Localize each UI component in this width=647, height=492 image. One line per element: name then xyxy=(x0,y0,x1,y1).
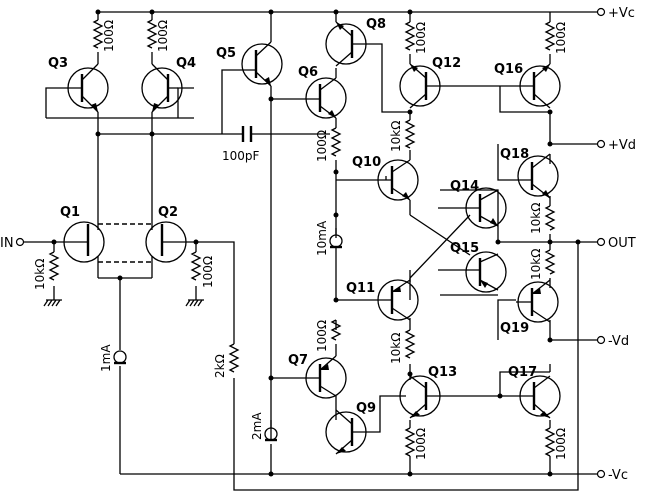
current-source-2ma xyxy=(264,427,278,442)
value-r-q13: 100Ω xyxy=(414,428,428,460)
current-source-10ma xyxy=(329,234,343,249)
label-q6: Q6 xyxy=(298,65,318,80)
label-q8: Q8 xyxy=(366,17,386,32)
transistor-q4 xyxy=(141,63,183,113)
transistor-q18 xyxy=(516,153,559,199)
ground-symbols xyxy=(43,299,204,307)
transistor-q8 xyxy=(325,21,367,67)
value-i-vas: 2mA xyxy=(250,412,264,440)
resistor-q7e xyxy=(330,319,342,341)
transistor-q10 xyxy=(377,159,419,201)
transistor-q15 xyxy=(462,251,507,293)
label-q5: Q5 xyxy=(216,46,236,61)
resistor-fb xyxy=(228,343,240,373)
terminal-vd-neg: -Vd xyxy=(608,334,629,349)
label-q14: Q14 xyxy=(450,179,479,194)
label-q10: Q10 xyxy=(352,155,381,170)
value-r-q18e: 10kΩ xyxy=(529,203,543,234)
resistor-q2g xyxy=(190,251,202,281)
resistor-q10c xyxy=(404,119,416,149)
transistor-q5 xyxy=(240,41,283,87)
value-c-comp: 100pF xyxy=(222,149,260,163)
label-q2: Q2 xyxy=(158,205,178,220)
resistor-q3 xyxy=(92,19,104,49)
label-q13: Q13 xyxy=(428,365,457,380)
value-r-q11c: 10kΩ xyxy=(389,333,403,364)
transistor-q14 xyxy=(462,187,507,229)
value-r-q12: 100Ω xyxy=(414,22,428,54)
label-q16: Q16 xyxy=(494,62,523,77)
value-i-tail: 1mA xyxy=(99,344,113,372)
transistor-q7 xyxy=(305,355,347,399)
label-q18: Q18 xyxy=(500,147,529,162)
transistor-q11 xyxy=(377,279,419,321)
value-r-q7e: 100Ω xyxy=(315,320,329,352)
label-q17: Q17 xyxy=(508,365,537,380)
label-q11: Q11 xyxy=(346,281,375,296)
value-i-bias: 10mA xyxy=(315,220,329,256)
label-q9: Q9 xyxy=(356,401,376,416)
label-q4: Q4 xyxy=(176,56,196,71)
capacitor-100pf xyxy=(241,126,253,142)
value-r-q2g: 100Ω xyxy=(201,256,215,288)
transistor-q9 xyxy=(325,409,367,455)
current-sources xyxy=(113,234,343,442)
resistor-q19e xyxy=(544,249,556,275)
transistor-q16 xyxy=(500,63,561,109)
jfet-pair-q1-q2 xyxy=(60,221,196,279)
ground-icon xyxy=(43,299,62,307)
value-r-q4: 100Ω xyxy=(156,20,170,52)
label-q3: Q3 xyxy=(48,56,68,71)
resistor-q12 xyxy=(404,21,416,51)
label-q12: Q12 xyxy=(432,56,461,71)
transistor-q6 xyxy=(305,77,347,119)
terminal-in: IN xyxy=(0,236,14,251)
transistor-q12 xyxy=(399,63,450,109)
terminal-vc-pos: +Vc xyxy=(608,6,635,21)
resistor-q18e xyxy=(544,205,556,231)
current-source-1ma xyxy=(113,350,127,365)
junctions xyxy=(51,9,581,477)
terminal-circles xyxy=(15,7,606,479)
resistor-q16 xyxy=(544,21,556,51)
resistor-in xyxy=(48,251,60,281)
resistors xyxy=(48,19,556,457)
value-r-q17: 100Ω xyxy=(554,428,568,460)
resistor-q17 xyxy=(544,427,556,457)
transistor-q3 xyxy=(67,63,109,113)
value-r-q10c: 10kΩ xyxy=(389,121,403,152)
label-q19: Q19 xyxy=(500,321,529,336)
resistor-q4 xyxy=(146,19,158,49)
resistor-q11c xyxy=(404,329,416,359)
ground-icon xyxy=(185,299,204,307)
label-q1: Q1 xyxy=(60,205,80,220)
value-r-q6e: 100Ω xyxy=(315,130,329,162)
resistor-q13 xyxy=(404,427,416,457)
terminal-vc-neg: -Vc xyxy=(608,468,628,483)
label-q7: Q7 xyxy=(288,353,308,368)
terminal-out: OUT xyxy=(608,236,636,251)
transistor-q17 xyxy=(500,375,561,419)
value-r-q19e: 10kΩ xyxy=(529,249,543,280)
value-r-q3: 100Ω xyxy=(102,20,116,52)
value-r-fb: 2kΩ xyxy=(213,354,227,378)
wiring xyxy=(24,11,597,491)
resistor-q6e xyxy=(330,127,342,157)
label-q15: Q15 xyxy=(450,241,479,256)
transistor-q13 xyxy=(399,375,446,419)
value-r-q16: 100Ω xyxy=(554,22,568,54)
transistor-q19 xyxy=(516,279,559,323)
value-r-in: 10kΩ xyxy=(33,259,47,290)
terminal-vd-pos: +Vd xyxy=(608,138,636,153)
